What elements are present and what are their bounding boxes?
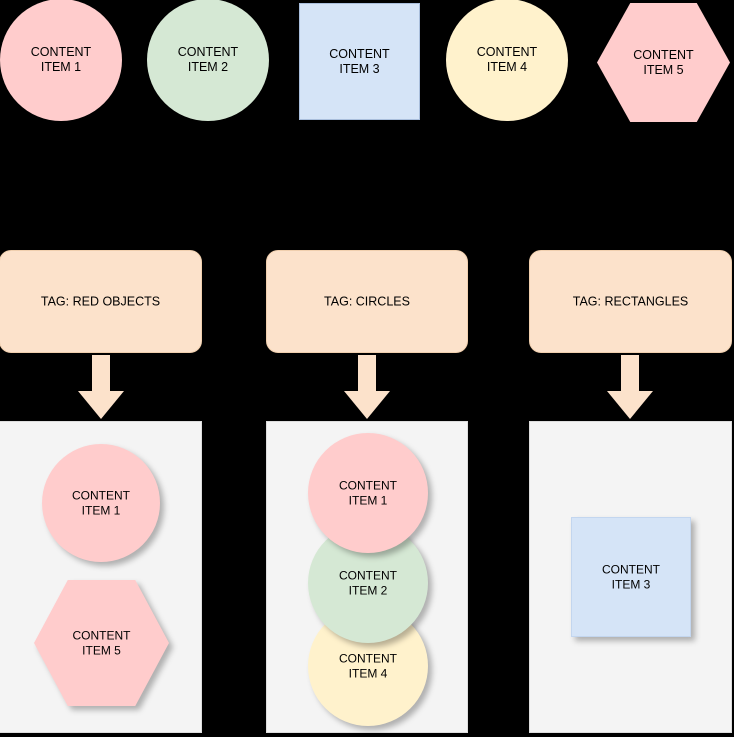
arrow-head xyxy=(607,391,653,419)
result-item-circle-3-label: CONTENT ITEM 4 xyxy=(339,651,397,681)
down-arrow-icon-rectangles xyxy=(607,355,653,419)
result-item-rect-1[interactable]: CONTENT ITEM 3 xyxy=(571,517,691,637)
result-item-circle-1[interactable]: CONTENT ITEM 1 xyxy=(308,433,428,553)
source-item-3-label: CONTENT ITEM 3 xyxy=(329,46,390,76)
result-item-circle-1-label: CONTENT ITEM 1 xyxy=(339,478,397,508)
arrow-head xyxy=(344,391,390,419)
source-item-4-label: CONTENT ITEM 4 xyxy=(476,45,538,74)
result-panel-red-objects: CONTENT ITEM 1 CONTENT ITEM 5 xyxy=(0,421,202,733)
result-item-red-1[interactable]: CONTENT ITEM 1 xyxy=(42,444,160,562)
source-item-4[interactable]: CONTENT ITEM 4 xyxy=(446,0,568,121)
result-item-circle-2-label: CONTENT ITEM 2 xyxy=(339,568,397,598)
result-item-rect-1-label: CONTENT ITEM 3 xyxy=(602,562,660,592)
result-panel-rectangles: CONTENT ITEM 3 xyxy=(529,421,732,733)
arrow-shaft xyxy=(92,355,110,391)
arrow-head xyxy=(78,391,124,419)
source-item-5[interactable]: CONTENT ITEM 5 xyxy=(597,3,730,122)
down-arrow-icon-red-objects xyxy=(78,355,124,419)
down-arrow-icon-circles xyxy=(344,355,390,419)
result-item-red-1-label: CONTENT ITEM 1 xyxy=(72,488,130,518)
hexagon-icon xyxy=(34,580,169,706)
arrow-shaft xyxy=(358,355,376,391)
source-item-3[interactable]: CONTENT ITEM 3 xyxy=(299,3,420,120)
source-item-1-label: CONTENT ITEM 1 xyxy=(30,45,92,74)
source-item-1[interactable]: CONTENT ITEM 1 xyxy=(0,0,122,121)
tag-box-rectangles-label: TAG: RECTANGLES xyxy=(572,294,689,308)
source-item-2-label: CONTENT ITEM 2 xyxy=(177,45,239,74)
tag-box-circles-label: TAG: CIRCLES xyxy=(324,294,410,308)
tag-box-red-objects-label: TAG: RED OBJECTS xyxy=(40,294,161,308)
result-item-red-2[interactable]: CONTENT ITEM 5 xyxy=(34,580,169,706)
source-item-2[interactable]: CONTENT ITEM 2 xyxy=(147,0,269,121)
tag-box-red-objects[interactable]: TAG: RED OBJECTS xyxy=(0,250,202,353)
hexagon-icon xyxy=(597,3,730,122)
tag-box-rectangles[interactable]: TAG: RECTANGLES xyxy=(529,250,732,353)
arrow-shaft xyxy=(621,355,639,391)
tag-box-circles[interactable]: TAG: CIRCLES xyxy=(266,250,468,353)
result-panel-circles: CONTENT ITEM 1 CONTENT ITEM 2 CONTENT IT… xyxy=(266,421,468,733)
